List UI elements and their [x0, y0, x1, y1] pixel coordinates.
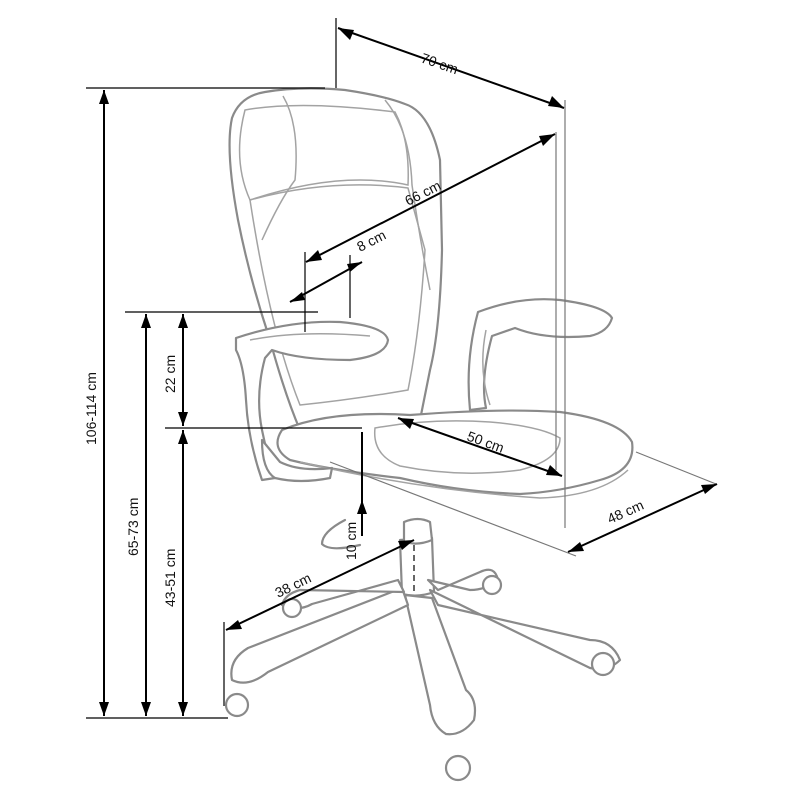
backrest-headrest-panel [238, 104, 409, 201]
label-armrest-above-seat: 22 cm [162, 355, 178, 393]
label-overall-height: 106-114 cm [83, 372, 99, 445]
label-width-top: 70 cm [419, 50, 460, 78]
backrest-side-bolster [261, 95, 297, 241]
dim-line-seat-width [567, 483, 718, 553]
extension-lines [86, 18, 717, 719]
backrest-center-panel [249, 184, 426, 406]
caster-left [224, 692, 250, 718]
dim-line-seat-depth [397, 417, 563, 477]
dim-line-width-top [337, 27, 565, 109]
label-seat-height: 43-51 cm [162, 549, 178, 607]
label-seat-width: 48 cm [605, 497, 646, 527]
caster-right-back [481, 574, 503, 596]
gas-lift-cover [402, 517, 434, 545]
label-armrest-width: 8 cm [354, 227, 388, 255]
left-armrest-pad-line [249, 333, 371, 341]
dimension-lines [99, 27, 718, 716]
caster-right-front [590, 651, 616, 677]
base-leg-left-back [280, 578, 406, 610]
right-armrest [467, 298, 614, 412]
seat-front-edge [299, 461, 629, 499]
dim-line-base-radius [225, 539, 415, 631]
left-armrest-bracket [260, 438, 334, 483]
caster-front [444, 754, 472, 782]
right-armrest-support [482, 329, 491, 406]
chair-drawing [224, 87, 634, 782]
dim-line-backrest-diagonal [305, 133, 556, 263]
base-leg-front [403, 593, 477, 736]
label-armrest-height: 65-73 cm [125, 498, 141, 556]
base-leg-left [230, 586, 410, 684]
seat-cushion [276, 409, 634, 496]
label-seat-adjust: 10 cm [343, 522, 359, 560]
backrest-side-bolster-right [384, 99, 431, 291]
tilt-lever [320, 518, 362, 550]
left-armrest [234, 320, 390, 482]
base-leg-right-front [428, 588, 622, 671]
seat-center-panel [373, 420, 561, 474]
